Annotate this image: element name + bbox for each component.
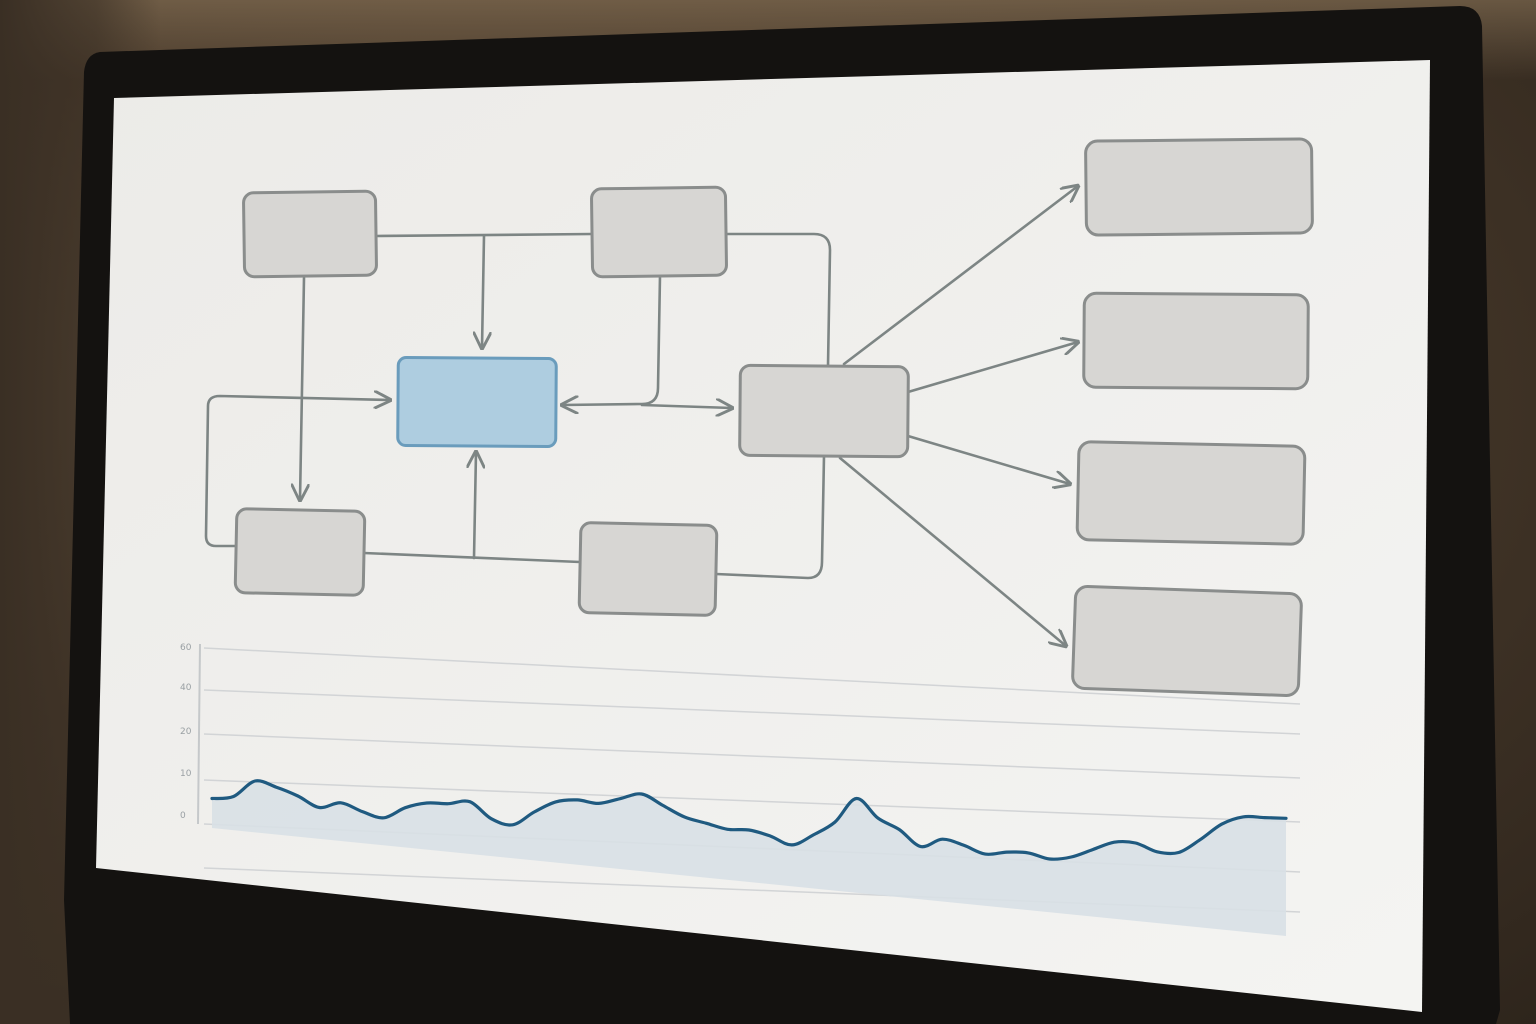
output-node-1[interactable] <box>1084 137 1314 237</box>
edge-center-to-hub <box>640 405 732 408</box>
chart-y-tick-label: 0 <box>180 811 186 821</box>
line-chart: 0 10 20 40 60 <box>180 643 1301 936</box>
center-node[interactable] <box>396 356 558 448</box>
chart-y-axis <box>197 643 201 825</box>
edge-bottom-left-to-bottom-mid <box>362 551 582 564</box>
diagram-nodes <box>233 137 1314 698</box>
edge-hub-to-output-1 <box>842 186 1078 366</box>
hub-node[interactable] <box>738 363 910 459</box>
edge-junction-to-center <box>482 234 484 348</box>
output-node-4[interactable] <box>1071 584 1303 698</box>
chart-y-tick-label: 10 <box>180 769 192 779</box>
output-node-2[interactable] <box>1082 291 1310 391</box>
node-bottom-middle[interactable] <box>577 521 719 617</box>
edge-hub-to-output-4 <box>838 456 1066 646</box>
edge-loop-to-center <box>204 396 390 548</box>
chart-series-line <box>210 779 1288 861</box>
chart-y-ticks: 0 10 20 40 60 <box>180 643 192 821</box>
chart-gridline <box>203 647 1301 705</box>
edge-hub-to-output-2 <box>906 342 1078 394</box>
edge-top-mid-to-hub <box>724 232 832 368</box>
diagram-edges <box>204 186 1078 646</box>
chart-gridline <box>203 733 1301 779</box>
chart-y-tick-label: 40 <box>180 683 192 693</box>
chart-gridline <box>203 779 1301 823</box>
chart-gridline <box>203 689 1301 735</box>
edge-bottom-junction-to-center <box>474 452 476 560</box>
node-top-left[interactable] <box>242 189 378 279</box>
chart-area-fill <box>212 780 1286 936</box>
chart-y-tick-label: 20 <box>180 727 192 737</box>
node-bottom-left[interactable] <box>233 507 367 597</box>
chart-y-tick-label: 60 <box>180 643 192 653</box>
edge-top-left-to-bottom-left <box>300 276 304 500</box>
edge-hub-to-output-3 <box>906 434 1070 484</box>
edge-bottom-mid-to-hub <box>714 454 826 580</box>
output-node-3[interactable] <box>1075 440 1307 546</box>
node-top-middle[interactable] <box>590 185 728 279</box>
